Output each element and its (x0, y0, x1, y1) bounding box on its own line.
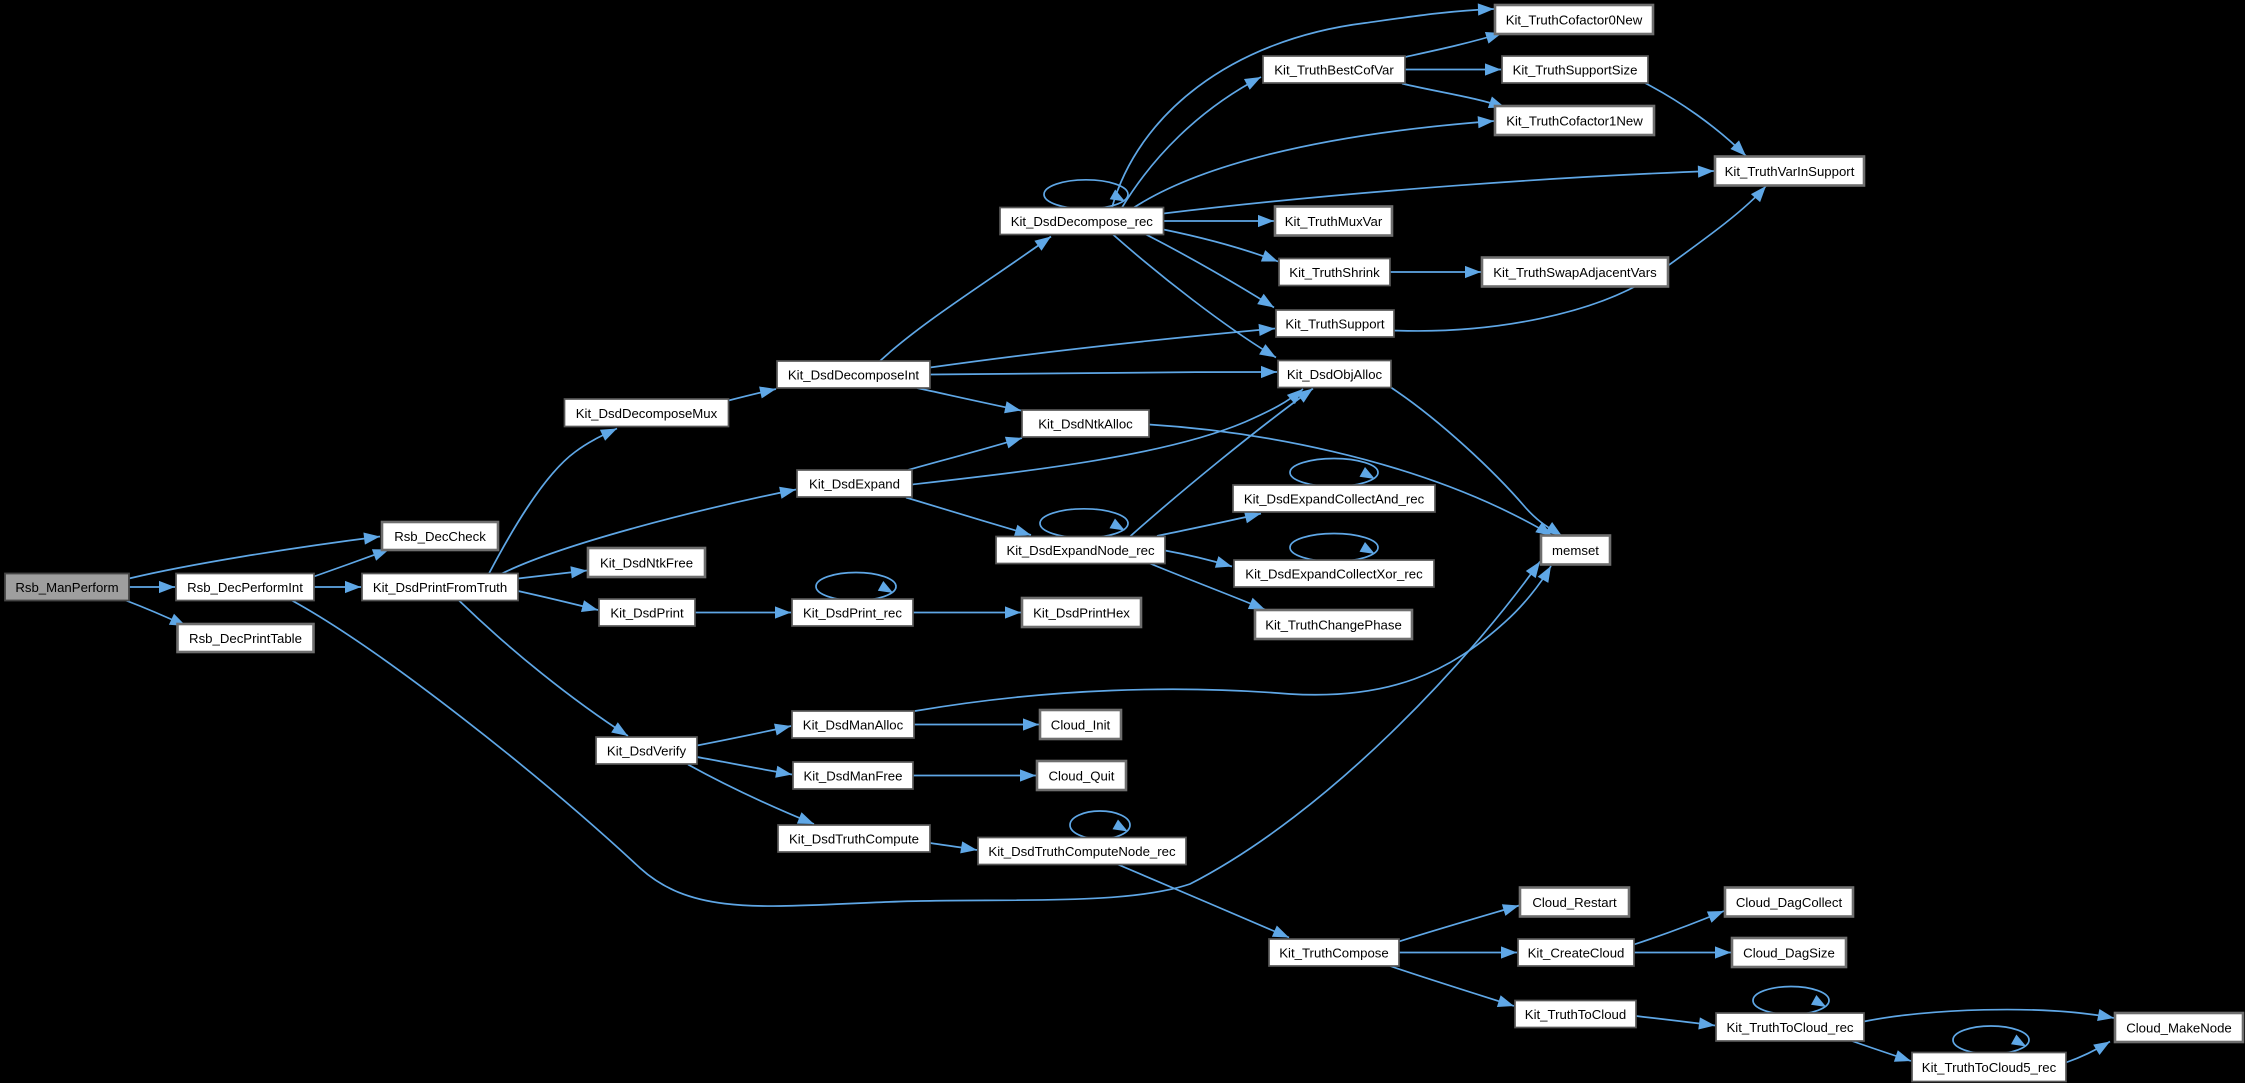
svg-text:Kit_TruthCompose: Kit_TruthCompose (1279, 946, 1388, 961)
svg-text:Kit_DsdVerify: Kit_DsdVerify (607, 744, 687, 759)
svg-text:Kit_DsdTruthCompute: Kit_DsdTruthCompute (789, 832, 919, 847)
svg-text:Cloud_Quit: Cloud_Quit (1049, 769, 1115, 784)
svg-text:Kit_TruthChangePhase: Kit_TruthChangePhase (1265, 618, 1402, 633)
svg-text:Kit_TruthCofactor0New: Kit_TruthCofactor0New (1506, 13, 1643, 28)
svg-text:Kit_DsdNtkAlloc: Kit_DsdNtkAlloc (1038, 417, 1133, 432)
svg-text:Kit_CreateCloud: Kit_CreateCloud (1528, 946, 1625, 961)
svg-text:Kit_DsdExpandNode_rec: Kit_DsdExpandNode_rec (1006, 543, 1154, 558)
svg-text:Kit_DsdDecomposeInt: Kit_DsdDecomposeInt (788, 368, 920, 383)
svg-text:Cloud_Restart: Cloud_Restart (1532, 895, 1617, 910)
svg-text:Kit_TruthShrink: Kit_TruthShrink (1289, 265, 1380, 280)
svg-text:Rsb_ManPerform: Rsb_ManPerform (15, 580, 118, 595)
svg-text:memset: memset (1552, 543, 1599, 558)
svg-text:Kit_DsdExpandCollectAnd_rec: Kit_DsdExpandCollectAnd_rec (1244, 492, 1425, 507)
svg-text:Kit_TruthMuxVar: Kit_TruthMuxVar (1285, 214, 1383, 229)
svg-text:Kit_TruthToCloud: Kit_TruthToCloud (1525, 1007, 1626, 1022)
svg-text:Kit_DsdDecompose_rec: Kit_DsdDecompose_rec (1011, 214, 1154, 229)
svg-text:Kit_TruthCofactor1New: Kit_TruthCofactor1New (1506, 114, 1643, 129)
svg-text:Kit_TruthSwapAdjacentVars: Kit_TruthSwapAdjacentVars (1493, 265, 1657, 280)
svg-text:Kit_DsdTruthComputeNode_rec: Kit_DsdTruthComputeNode_rec (988, 844, 1176, 859)
svg-text:Cloud_MakeNode: Cloud_MakeNode (2126, 1021, 2232, 1036)
svg-text:Kit_TruthToCloud5_rec: Kit_TruthToCloud5_rec (1922, 1060, 2057, 1075)
svg-text:Kit_TruthBestCofVar: Kit_TruthBestCofVar (1274, 63, 1394, 78)
svg-text:Rsb_DecPrintTable: Rsb_DecPrintTable (189, 631, 302, 646)
svg-text:Kit_DsdExpand: Kit_DsdExpand (809, 477, 900, 492)
svg-text:Cloud_Init: Cloud_Init (1051, 718, 1111, 733)
svg-text:Kit_DsdPrintFromTruth: Kit_DsdPrintFromTruth (373, 580, 507, 595)
svg-text:Kit_TruthSupport: Kit_TruthSupport (1285, 317, 1385, 332)
svg-text:Kit_DsdManFree: Kit_DsdManFree (804, 769, 903, 784)
svg-text:Kit_DsdPrint: Kit_DsdPrint (610, 606, 684, 621)
svg-text:Kit_DsdPrint_rec: Kit_DsdPrint_rec (803, 606, 902, 621)
svg-text:Cloud_DagCollect: Cloud_DagCollect (1736, 895, 1843, 910)
svg-text:Kit_DsdObjAlloc: Kit_DsdObjAlloc (1287, 367, 1383, 382)
svg-text:Kit_DsdExpandCollectXor_rec: Kit_DsdExpandCollectXor_rec (1245, 567, 1423, 582)
svg-text:Rsb_DecCheck: Rsb_DecCheck (394, 529, 486, 544)
svg-text:Kit_DsdPrintHex: Kit_DsdPrintHex (1033, 606, 1130, 621)
svg-text:Kit_TruthVarInSupport: Kit_TruthVarInSupport (1725, 164, 1855, 179)
svg-text:Kit_DsdDecomposeMux: Kit_DsdDecomposeMux (576, 406, 718, 421)
svg-text:Kit_DsdManAlloc: Kit_DsdManAlloc (803, 718, 904, 733)
svg-text:Kit_DsdNtkFree: Kit_DsdNtkFree (600, 556, 693, 571)
svg-text:Cloud_DagSize: Cloud_DagSize (1743, 946, 1835, 961)
svg-text:Kit_TruthSupportSize: Kit_TruthSupportSize (1513, 63, 1638, 78)
svg-text:Kit_TruthToCloud_rec: Kit_TruthToCloud_rec (1726, 1020, 1853, 1035)
svg-text:Rsb_DecPerformInt: Rsb_DecPerformInt (187, 580, 303, 595)
